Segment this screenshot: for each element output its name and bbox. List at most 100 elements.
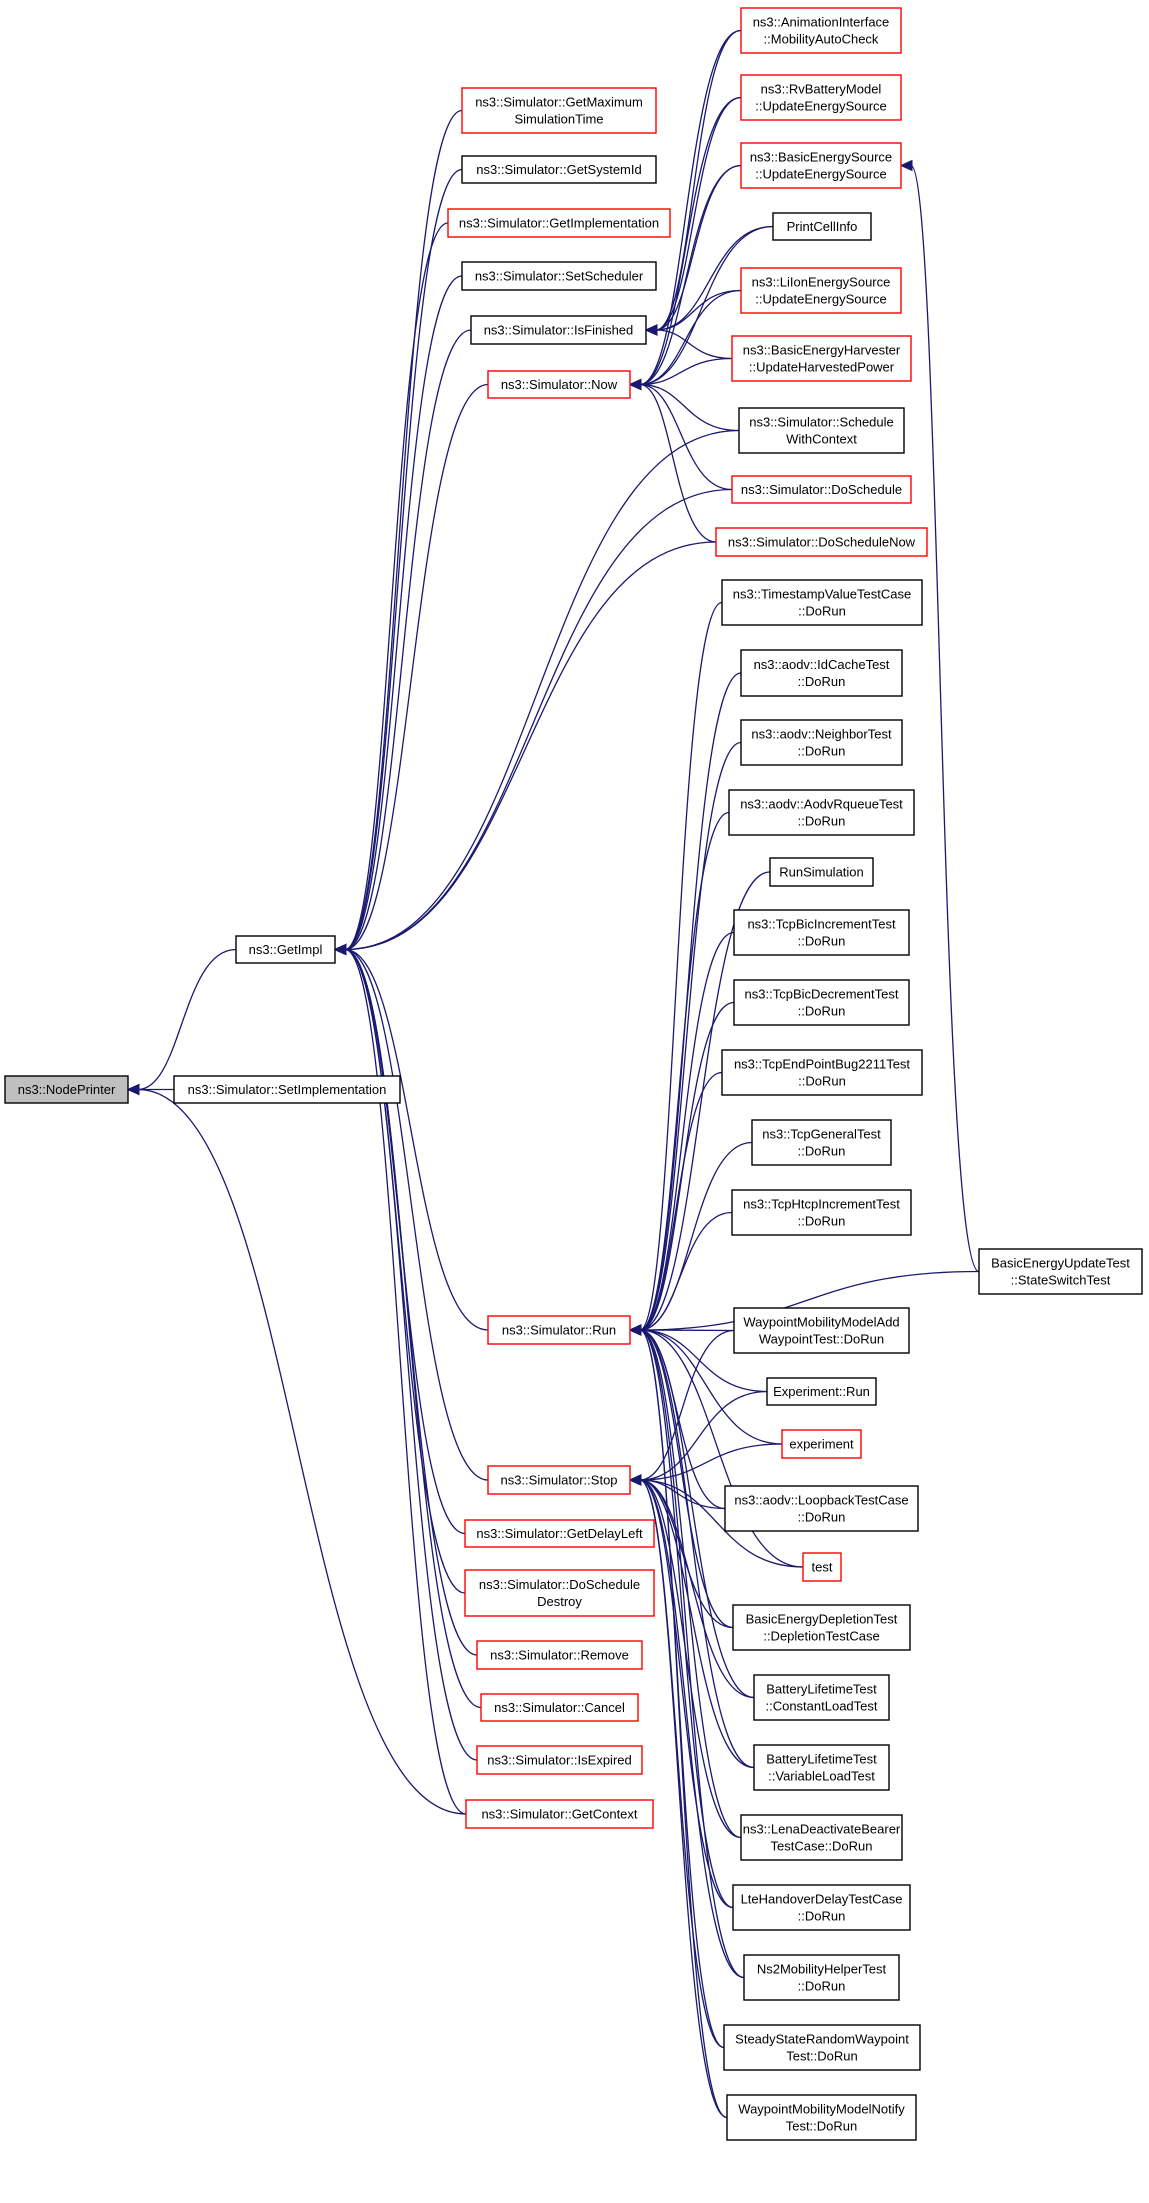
- node-remove[interactable]: ns3::Simulator::Remove: [476, 1640, 643, 1670]
- node-stop[interactable]: ns3::Simulator::Stop: [487, 1465, 631, 1495]
- node-waypoint-add[interactable]: WaypointMobilityModelAddWaypointTest::Do…: [733, 1307, 910, 1354]
- node-is-finished[interactable]: ns3::Simulator::IsFinished: [470, 315, 647, 345]
- call-edge-get-impl-to-node-printer: [137, 948, 237, 1091]
- node-id-cache[interactable]: ns3::aodv::IdCacheTest::DoRun: [740, 649, 903, 697]
- node-box: [740, 74, 902, 121]
- node-anim-mobility[interactable]: ns3::AnimationInterface::MobilityAutoChe…: [740, 7, 902, 54]
- node-box: [723, 2024, 921, 2071]
- node-state-switch[interactable]: BasicEnergyUpdateTest::StateSwitchTest: [978, 1248, 1143, 1295]
- arrowhead-is-finished: [644, 324, 658, 336]
- call-edge-lena-deact-to-stop: [639, 1479, 742, 1839]
- node-set-scheduler[interactable]: ns3::Simulator::SetScheduler: [461, 261, 657, 291]
- call-edge-cancel-to-get-impl: [344, 948, 482, 1709]
- node-label: ::DoRun: [798, 1909, 846, 1924]
- node-lte-handover[interactable]: LteHandoverDelayTestCase::DoRun: [732, 1884, 911, 1931]
- node-neighbor[interactable]: ns3::aodv::NeighborTest::DoRun: [740, 719, 903, 766]
- call-edge-do-schedule-to-get-impl: [344, 488, 733, 951]
- node-get-context[interactable]: ns3::Simulator::GetContext: [465, 1799, 654, 1829]
- call-edge-harvester-to-is-finished: [655, 329, 733, 360]
- node-label: Test::DoRun: [786, 2119, 858, 2134]
- call-edge-waypoint-add-to-stop: [639, 1329, 735, 1481]
- node-experiment[interactable]: experiment: [781, 1429, 862, 1459]
- arrowhead-run: [628, 1324, 642, 1336]
- call-edge-is-finished-to-get-impl: [344, 329, 472, 951]
- node-box: [740, 267, 902, 314]
- node-box: [743, 1954, 900, 2001]
- node-experiment-run[interactable]: Experiment::Run: [766, 1377, 877, 1406]
- node-get-delay-left[interactable]: ns3::Simulator::GetDelayLeft: [464, 1519, 655, 1548]
- node-label: SteadyStateRandomWaypoint: [735, 2032, 909, 2047]
- node-label: ::UpdateEnergySource: [755, 292, 887, 307]
- node-const-load[interactable]: BatteryLifetimeTest::ConstantLoadTest: [753, 1674, 890, 1721]
- node-do-schedule-now[interactable]: ns3::Simulator::DoScheduleNow: [715, 527, 928, 557]
- node-test[interactable]: test: [802, 1552, 842, 1582]
- call-edge-lena-deact-to-run: [639, 1329, 742, 1839]
- node-run[interactable]: ns3::Simulator::Run: [487, 1315, 631, 1345]
- node-end-point[interactable]: ns3::TcpEndPointBug2211Test::DoRun: [721, 1049, 923, 1096]
- node-label: BasicEnergyUpdateTest: [991, 1256, 1130, 1271]
- node-label: SimulationTime: [514, 112, 603, 127]
- node-rqueue[interactable]: ns3::aodv::AodvRqueueTest::DoRun: [728, 789, 915, 836]
- node-box: [978, 1248, 1143, 1295]
- node-tcp-general[interactable]: ns3::TcpGeneralTest::DoRun: [751, 1119, 892, 1166]
- node-label: ::DoRun: [798, 604, 846, 619]
- call-edge-const-load-to-run: [639, 1329, 755, 1699]
- call-edge-do-schedule-to-now: [639, 383, 733, 491]
- node-loopback[interactable]: ns3::aodv::LoopbackTestCase::DoRun: [724, 1485, 919, 1532]
- node-timestamp[interactable]: ns3::TimestampValueTestCase::DoRun: [721, 579, 923, 626]
- node-label: ::DoRun: [798, 1510, 846, 1525]
- node-rv-battery[interactable]: ns3::RvBatteryModel::UpdateEnergySource: [740, 74, 902, 121]
- node-now[interactable]: ns3::Simulator::Now: [487, 370, 631, 399]
- node-bic-dec[interactable]: ns3::TcpBicDecrementTest::DoRun: [733, 979, 910, 1026]
- call-edge-run-simulation-to-run: [639, 871, 771, 1331]
- node-is-expired[interactable]: ns3::Simulator::IsExpired: [476, 1745, 643, 1775]
- node-node-printer[interactable]: ns3::NodePrinter: [4, 1075, 129, 1104]
- node-var-load[interactable]: BatteryLifetimeTest::VariableLoadTest: [753, 1744, 890, 1791]
- node-ns2-mobility[interactable]: Ns2MobilityHelperTest::DoRun: [743, 1954, 900, 2001]
- node-basic-energy-source[interactable]: ns3::BasicEnergySource::UpdateEnergySour…: [740, 142, 902, 189]
- node-label: ::DoRun: [798, 1979, 846, 1994]
- node-label: LteHandoverDelayTestCase: [741, 1892, 903, 1907]
- node-get-system-id[interactable]: ns3::Simulator::GetSystemId: [461, 155, 657, 184]
- node-box: [769, 857, 874, 887]
- node-label: ns3::TimestampValueTestCase: [733, 587, 911, 602]
- call-edge-bic-inc-to-run: [639, 931, 735, 1331]
- node-label: ::MobilityAutoCheck: [764, 32, 879, 47]
- node-cancel[interactable]: ns3::Simulator::Cancel: [480, 1693, 639, 1722]
- node-label: ns3::BasicEnergySource: [750, 150, 892, 165]
- node-box: [728, 789, 915, 836]
- node-get-impl[interactable]: ns3::GetImpl: [235, 935, 336, 964]
- node-label: ::DoRun: [798, 814, 846, 829]
- node-get-implementation[interactable]: ns3::Simulator::GetImplementation: [447, 208, 671, 238]
- node-box: [470, 315, 647, 345]
- node-box: [733, 1307, 910, 1354]
- call-edge-run-to-get-impl: [344, 948, 489, 1331]
- node-box: [487, 1465, 631, 1495]
- call-edge-tcp-general-to-run: [639, 1141, 753, 1331]
- call-edge-state-switch-to-basic-energy-source: [910, 164, 980, 1273]
- node-set-implementation[interactable]: ns3::Simulator::SetImplementation: [173, 1075, 401, 1104]
- node-label: ::UpdateEnergySource: [755, 167, 887, 182]
- node-label: ns3::TcpHtcpIncrementTest: [743, 1197, 900, 1212]
- node-htcp[interactable]: ns3::TcpHtcpIncrementTest::DoRun: [731, 1189, 912, 1236]
- node-depletion[interactable]: BasicEnergyDepletionTest::DepletionTestC…: [732, 1604, 911, 1651]
- node-run-simulation[interactable]: RunSimulation: [769, 857, 874, 887]
- node-print-cell-info[interactable]: PrintCellInfo: [772, 212, 872, 241]
- call-edge-ns2-mobility-to-stop: [639, 1479, 745, 1979]
- call-edge-basic-energy-source-to-is-finished: [655, 164, 742, 331]
- node-li-ion[interactable]: ns3::LiIonEnergySource::UpdateEnergySour…: [740, 267, 902, 314]
- call-edge-waypoint-notify-to-stop: [639, 1479, 728, 2119]
- node-box: [721, 1049, 923, 1096]
- node-do-schedule[interactable]: ns3::Simulator::DoSchedule: [731, 475, 912, 504]
- node-label: ns3::RvBatteryModel: [761, 82, 882, 97]
- node-bic-inc[interactable]: ns3::TcpBicIncrementTest::DoRun: [733, 909, 910, 956]
- node-label: ::DoRun: [798, 1214, 846, 1229]
- call-edge-do-schedule-now-to-get-impl: [344, 541, 717, 951]
- node-harvester[interactable]: ns3::BasicEnergyHarvester::UpdateHarvest…: [731, 335, 912, 382]
